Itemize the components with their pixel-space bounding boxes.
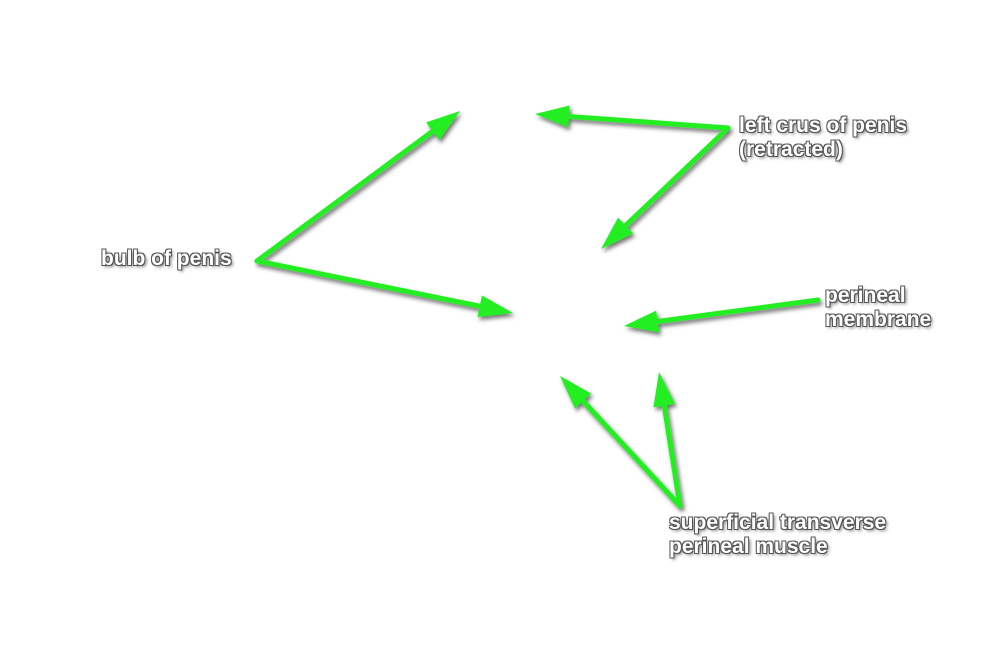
- arrow-left-crus-upper-icon: [535, 105, 731, 131]
- label-left-crus-of-penis: left crus of penis (retracted): [739, 114, 907, 162]
- arrow-shaft: [621, 125, 731, 230]
- arrowhead: [477, 295, 513, 317]
- arrow-shaft: [579, 397, 683, 509]
- label-perineal-membrane: perineal membrane: [825, 284, 931, 332]
- arrow-shaft: [254, 258, 485, 310]
- arrow-left-crus-lower-icon: [601, 125, 731, 249]
- label-superficial-transverse-perineal-muscle: superficial transverse perineal muscle: [669, 511, 886, 559]
- arrow-superficial-right-icon: [653, 372, 683, 509]
- label-bulb-of-penis: bulb of penis: [101, 247, 232, 271]
- arrow-perineal-membrane-icon: [624, 297, 821, 333]
- label-line: left crus of penis: [739, 114, 908, 137]
- arrow-superficial-left-icon: [560, 376, 683, 509]
- arrowhead: [560, 376, 592, 409]
- label-line: perineal: [825, 284, 906, 307]
- label-line: (retracted): [739, 138, 843, 161]
- arrow-shaft: [653, 297, 821, 325]
- label-line: superficial transverse: [669, 511, 887, 534]
- arrow-bulb-lower-icon: [254, 258, 513, 317]
- label-line: membrane: [825, 308, 932, 331]
- arrowhead: [624, 310, 660, 333]
- arrow-bulb-upper-icon: [254, 111, 460, 264]
- arrow-shaft: [564, 113, 731, 131]
- arrowhead: [653, 372, 676, 408]
- arrowhead: [426, 111, 460, 141]
- label-line: bulb of penis: [101, 247, 232, 270]
- arrowhead: [535, 105, 570, 128]
- label-line: perineal muscle: [669, 535, 828, 558]
- arrow-shaft: [254, 127, 437, 264]
- arrowhead: [601, 217, 634, 249]
- arrow-shaft: [661, 401, 683, 509]
